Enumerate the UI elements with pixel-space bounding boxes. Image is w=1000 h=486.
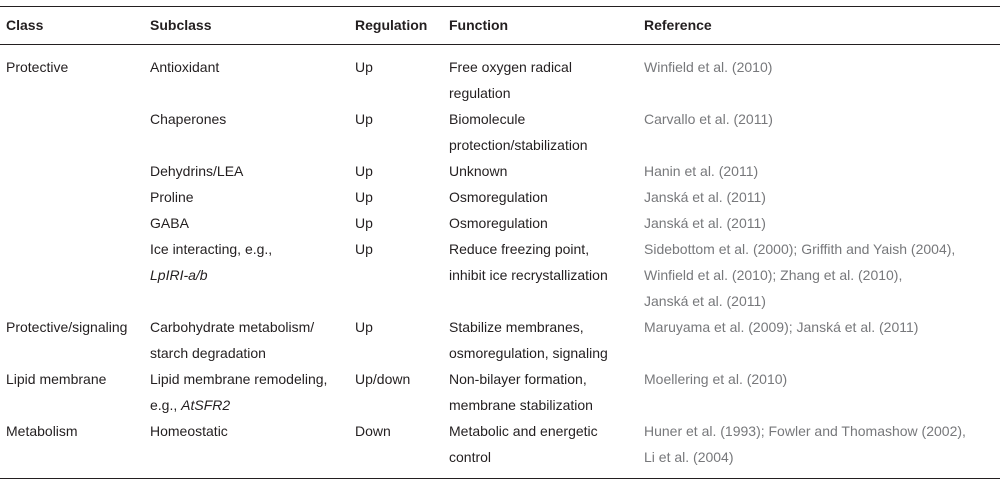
cell-function: Reduce freezing point, [449,241,590,257]
cell-subclass: GABA [150,215,189,231]
cell-subclass: Dehydrins/LEA [150,163,244,179]
cell-subclass: Homeostatic [150,423,228,439]
gene-name: AtSFR2 [181,397,231,413]
header-class: Class [6,17,44,33]
cell-reference: Janská et al. (2011) [644,293,766,309]
cell-regulation: Up/down [355,371,411,387]
cell-reference: Janská et al. (2011) [644,215,766,231]
cell-subclass-gene: LpIRI-a/b [150,267,208,283]
cell-function: Stabilize membranes, [449,319,584,335]
header-rule [0,44,1000,45]
header-subclass: Subclass [150,17,212,33]
cell-subclass: Chaperones [150,111,227,127]
cell-regulation: Up [355,319,373,335]
cell-function: osmoregulation, signaling [449,345,608,361]
cell-function: protection/stabilization [449,137,588,153]
cell-subclass: Ice interacting, e.g., [150,241,273,257]
cell-regulation: Up [355,111,373,127]
cell-subclass: Antioxidant [150,59,220,75]
cell-reference: Winfield et al. (2010); Zhang et al. (20… [644,267,903,283]
cell-function: regulation [449,85,511,101]
header-function: Function [449,17,509,33]
cell-regulation: Up [355,189,373,205]
cell-function: Non-bilayer formation, [449,371,587,387]
cell-function: Osmoregulation [449,215,548,231]
cell-reference: Maruyama et al. (2009); Janská et al. (2… [644,319,919,335]
cell-function: Biomolecule [449,111,526,127]
cell-class: Protective/signaling [6,319,128,335]
cell-reference: Winfield et al. (2010) [644,59,773,75]
cell-reference: Huner et al. (1993); Fowler and Thomasho… [644,423,966,439]
cell-subclass: Proline [150,189,194,205]
cell-function: control [449,449,492,465]
bottom-rule [0,478,1000,479]
cell-reference: Sidebottom et al. (2000); Griffith and Y… [644,241,956,257]
cell-regulation: Up [355,59,373,75]
cell-regulation: Up [355,163,373,179]
cell-class: Lipid membrane [6,371,107,387]
cell-function: Free oxygen radical [449,59,572,75]
header-regulation: Regulation [355,17,428,33]
top-rule [0,6,1000,7]
cell-subclass: starch degradation [150,345,266,361]
eg-prefix: e.g., [150,397,182,413]
cell-function: inhibit ice recrystallization [449,267,608,283]
cell-regulation: Down [355,423,391,439]
cell-regulation: Up [355,215,373,231]
cell-class: Metabolism [6,423,78,439]
cell-reference: Li et al. (2004) [644,449,734,465]
cell-subclass: Carbohydrate metabolism/ [150,319,315,335]
header-reference: Reference [644,17,712,33]
cell-reference: Hanin et al. (2011) [644,163,759,179]
cell-function: Metabolic and energetic [449,423,598,439]
cell-reference: Carvallo et al. (2011) [644,111,773,127]
cell-reference: Moellering et al. (2010) [644,371,788,387]
cell-subclass-gene: e.g., AtSFR2 [150,392,230,418]
cell-reference: Janská et al. (2011) [644,189,766,205]
cell-subclass: Lipid membrane remodeling, [150,371,328,387]
cell-regulation: Up [355,241,373,257]
cell-class: Protective [6,59,69,75]
cell-function: Osmoregulation [449,189,548,205]
cell-function: membrane stabilization [449,397,593,413]
cell-function: Unknown [449,163,508,179]
